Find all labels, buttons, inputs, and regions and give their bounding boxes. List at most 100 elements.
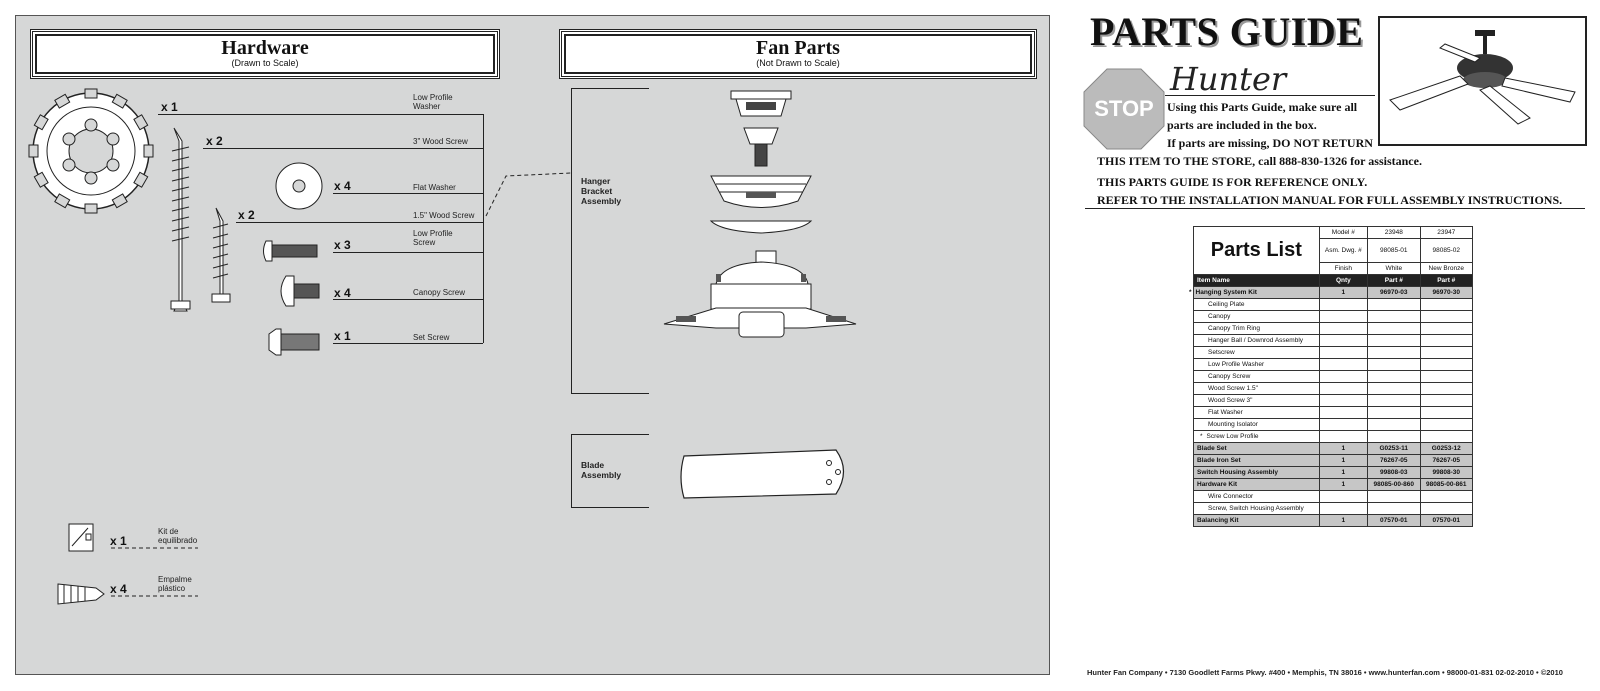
part-number-cell bbox=[1367, 490, 1421, 503]
qty-cell bbox=[1318, 490, 1369, 503]
meta-value: New Bronze bbox=[1419, 262, 1474, 275]
qty-cell: 1 bbox=[1318, 466, 1369, 479]
part-number-cell: 07570-01 bbox=[1367, 514, 1421, 527]
qty-cell-text: 1 bbox=[1341, 289, 1346, 296]
page-title: PARTS GUIDE bbox=[1090, 9, 1364, 54]
item-name-cell: *Hanging System Kit bbox=[1189, 286, 1320, 299]
item-name-cell: Setscrew bbox=[1193, 346, 1320, 359]
canopy-screw-icon bbox=[280, 275, 320, 307]
item-name-cell-text: Wire Connector bbox=[1208, 493, 1254, 500]
qty-cell: 1 bbox=[1318, 514, 1369, 527]
notice-line: If parts are missing, DO NOT RETURN bbox=[1167, 136, 1373, 150]
wire-connector-icon bbox=[57, 583, 105, 605]
meta-value: White bbox=[1367, 262, 1421, 275]
hanger-bracket-bottom bbox=[571, 393, 649, 394]
part-number-cell-text: 99808-30 bbox=[1432, 469, 1460, 476]
table-row: Hanger Ball / Downrod Assembly bbox=[1193, 334, 1474, 347]
ceiling-fan-icon bbox=[1389, 30, 1576, 125]
hanger-ball-downrod-icon bbox=[743, 127, 779, 167]
qty-label: x 1 bbox=[110, 534, 127, 548]
table-row: Balancing Kit 1 07570-01 07570-01 bbox=[1193, 514, 1474, 527]
wood-screw-1-5-icon bbox=[211, 207, 231, 303]
hardware-header: Hardware (Drawn to Scale) bbox=[30, 29, 500, 79]
qty-label: x 1 bbox=[334, 329, 351, 343]
qty-label: x 1 bbox=[161, 100, 178, 114]
part-number-cell bbox=[1367, 346, 1421, 359]
qty-cell bbox=[1318, 346, 1369, 359]
part-number-cell bbox=[1367, 406, 1421, 419]
item-name-cell-text: Hanger Ball / Downrod Assembly bbox=[1208, 337, 1304, 344]
blade-bracket-bottom bbox=[571, 507, 649, 508]
notice-line: THIS ITEM TO THE STORE, call 888-830-132… bbox=[1097, 154, 1422, 168]
part-number-cell-text: 07570-01 bbox=[1432, 517, 1460, 524]
item-name-cell-text: Blade Set bbox=[1197, 445, 1227, 452]
part-number-cell bbox=[1419, 406, 1474, 419]
notice-rule bbox=[1085, 208, 1585, 209]
part-number-cell-text: 76267-05 bbox=[1380, 457, 1408, 464]
item-name-cell-text: Flat Washer bbox=[1208, 409, 1243, 416]
part-number-cell bbox=[1419, 502, 1474, 515]
part-number-cell-text: 98085-00-860 bbox=[1373, 481, 1415, 488]
part-number-cell bbox=[1367, 370, 1421, 383]
item-name-cell-text: Hanging System Kit bbox=[1195, 289, 1257, 296]
qty-cell-text: 1 bbox=[1341, 469, 1346, 476]
item-name-cell-text: Blade Iron Set bbox=[1197, 457, 1241, 464]
part-number-cell: 98085-00-860 bbox=[1367, 478, 1421, 491]
item-name-cell: Mounting Isolator bbox=[1193, 418, 1320, 431]
qty-cell: 1 bbox=[1318, 286, 1369, 299]
part-number-cell bbox=[1367, 310, 1421, 323]
hanger-bracket-label: Hanger Bracket Assembly bbox=[581, 176, 622, 206]
qty-label: x 3 bbox=[334, 238, 351, 252]
part-number-cell-text: G0253-11 bbox=[1379, 445, 1409, 452]
item-name-cell: Hardware Kit bbox=[1193, 478, 1320, 491]
item-name-cell-text: Screw, Switch Housing Assembly bbox=[1208, 505, 1304, 512]
flat-washer-icon bbox=[275, 162, 323, 210]
part-number-cell bbox=[1419, 322, 1474, 335]
qty-cell bbox=[1318, 502, 1369, 515]
item-name-cell: Canopy Screw bbox=[1193, 370, 1320, 383]
qty-cell bbox=[1318, 358, 1369, 371]
qty-label: x 2 bbox=[238, 208, 255, 222]
part-number-cell bbox=[1419, 310, 1474, 323]
qty-cell bbox=[1318, 310, 1369, 323]
parts-list-title: Parts List bbox=[1193, 226, 1320, 275]
blade-bracket-line bbox=[571, 434, 572, 508]
qty-cell bbox=[1318, 382, 1369, 395]
item-label: Empalme plástico bbox=[158, 575, 192, 593]
part-number-cell bbox=[1419, 490, 1474, 503]
leader-line bbox=[158, 114, 483, 115]
part-number-cell bbox=[1419, 358, 1474, 371]
item-name-cell-text: Balancing Kit bbox=[1197, 517, 1239, 524]
part-number-cell bbox=[1367, 334, 1421, 347]
ceiling-plate-icon bbox=[730, 90, 792, 117]
item-name-cell-text: Switch Housing Assembly bbox=[1197, 469, 1279, 476]
table-row: Screw, Switch Housing Assembly bbox=[1193, 502, 1474, 515]
set-screw-icon bbox=[268, 328, 320, 356]
leader-line bbox=[333, 252, 483, 253]
table-row: *Screw Low Profile bbox=[1193, 430, 1474, 443]
item-label: Kit de equilibrado bbox=[158, 527, 198, 545]
qty-cell-text: 1 bbox=[1341, 517, 1346, 524]
hardware-drawings bbox=[28, 88, 857, 605]
meta-label: Finish bbox=[1318, 262, 1369, 275]
item-name-cell: Switch Housing Assembly bbox=[1193, 466, 1320, 479]
hardware-subtitle: (Drawn to Scale) bbox=[231, 58, 299, 68]
item-name-cell: Blade Set bbox=[1193, 442, 1320, 455]
meta-label: Asm. Dwg. # bbox=[1318, 238, 1369, 263]
canopy-trim-ring-icon bbox=[709, 220, 813, 234]
part-number-cell bbox=[1419, 418, 1474, 431]
part-number-cell-text: 76267-05 bbox=[1432, 457, 1460, 464]
column-header: Part # bbox=[1419, 274, 1474, 287]
item-label: Set Screw bbox=[413, 333, 450, 342]
low-profile-washer-icon bbox=[28, 88, 154, 214]
meta-value: 23947 bbox=[1419, 226, 1474, 239]
column-header: Item Name bbox=[1193, 274, 1320, 287]
blade-assembly-label: Blade Assembly bbox=[581, 460, 622, 480]
part-number-cell: G0253-12 bbox=[1419, 442, 1474, 455]
part-number-cell bbox=[1367, 298, 1421, 311]
item-name-cell-text: Hardware Kit bbox=[1197, 481, 1238, 488]
